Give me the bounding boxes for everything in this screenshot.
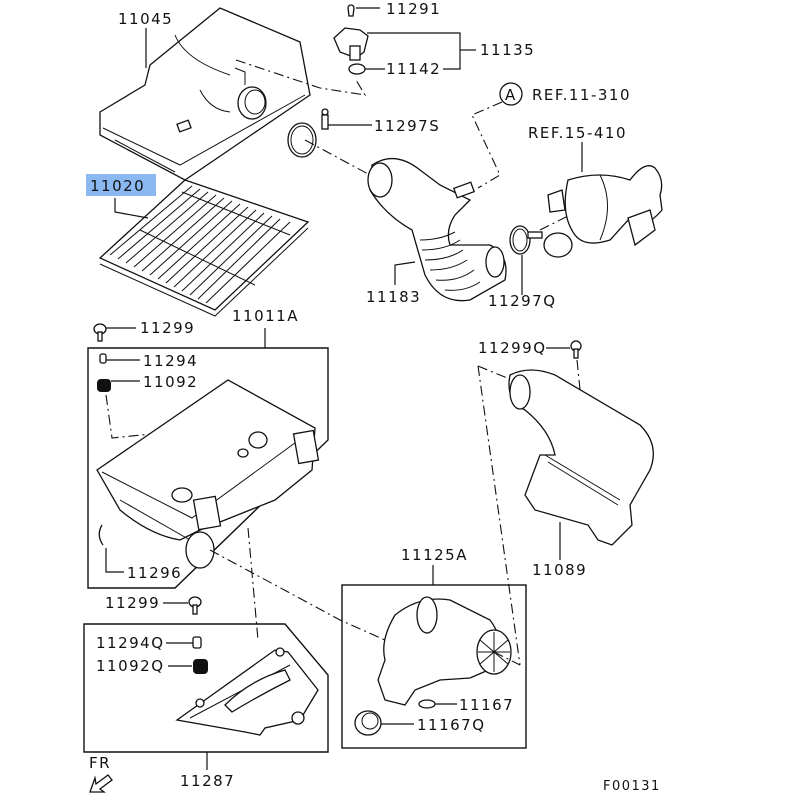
figure-code: F00131 [603, 779, 661, 794]
assembly-line [493, 651, 521, 666]
label-11297s[interactable]: 11297S [374, 117, 440, 135]
insulator-11092-part[interactable] [97, 379, 111, 392]
leader-11020 [114, 198, 149, 219]
group-box-11125a [341, 584, 527, 749]
hose-clamp-11297q-part[interactable] [509, 225, 543, 255]
air-flow-sensor-part[interactable] [333, 4, 369, 75]
air-filter-element-part[interactable] [98, 179, 310, 317]
air-cleaner-bracket-part[interactable] [175, 647, 319, 736]
label-11294[interactable]: 11294 [143, 352, 198, 370]
label-11287[interactable]: 11287 [180, 772, 235, 790]
label-11092q[interactable]: 11092Q [96, 657, 165, 675]
assembly-line [235, 59, 367, 96]
bracket-11135 [367, 32, 461, 70]
label-11089[interactable]: 11089 [532, 561, 587, 579]
selected-part-highlight [86, 174, 156, 196]
label-11291[interactable]: 11291 [386, 0, 441, 18]
front-direction-arrow-icon [89, 774, 113, 793]
label-11020[interactable]: 11020 [90, 177, 145, 195]
label-11167q[interactable]: 11167Q [417, 716, 486, 734]
assembly-line [539, 214, 571, 231]
label-11294q[interactable]: 11294Q [96, 634, 165, 652]
leader-11296 [105, 548, 124, 573]
grommet-11294q-part[interactable] [192, 636, 202, 649]
air-duct-part[interactable] [508, 369, 654, 546]
bolt-11299q-part[interactable] [570, 340, 582, 359]
reference-a-letter: A [505, 86, 517, 104]
reference-line-a [471, 101, 503, 189]
reference-a-circle [499, 82, 523, 106]
label-11092[interactable]: 11092 [143, 373, 198, 391]
label-ref-15-410[interactable]: REF.15-410 [528, 124, 627, 142]
turbocharger-reference-part [543, 165, 663, 258]
label-11135[interactable]: 11135 [480, 41, 535, 59]
label-11299-mid[interactable]: 11299 [105, 594, 160, 612]
air-cleaner-cover-part[interactable] [99, 7, 311, 181]
bolt-11299-mid-part[interactable] [188, 596, 202, 615]
label-11299-top[interactable]: 11299 [140, 319, 195, 337]
label-11011a[interactable]: 11011A [232, 307, 299, 325]
resonator-part[interactable] [377, 596, 512, 706]
assembly-line [209, 549, 386, 641]
group-box-11011a [87, 347, 329, 589]
label-11125a[interactable]: 11125A [401, 546, 468, 564]
air-intake-hose-part[interactable] [367, 158, 507, 302]
label-11297q[interactable]: 11297Q [488, 292, 557, 310]
group-box-11287 [83, 623, 329, 753]
assembly-line [304, 139, 371, 176]
label-ref-11-310[interactable]: REF.11-310 [532, 86, 631, 104]
clip-11167-part[interactable] [418, 699, 436, 709]
label-11296[interactable]: 11296 [127, 564, 182, 582]
label-11142[interactable]: 11142 [386, 60, 441, 78]
assembly-line [477, 365, 513, 381]
assembly-line [247, 527, 259, 641]
label-11183[interactable]: 11183 [366, 288, 421, 306]
bolt-11299-top-part[interactable] [93, 323, 107, 342]
seal-11167q-part[interactable] [354, 710, 382, 736]
air-cleaner-lower-case-part[interactable] [96, 379, 320, 569]
leader-11183 [394, 261, 416, 285]
front-direction-label: FR [89, 754, 111, 772]
label-11167[interactable]: 11167 [459, 696, 514, 714]
insulator-11092q-part[interactable] [193, 659, 208, 674]
grommet-11294-part[interactable] [99, 353, 107, 364]
label-11299q[interactable]: 11299Q [478, 339, 547, 357]
label-11045[interactable]: 11045 [118, 10, 173, 28]
hose-clamp-11297s-part[interactable] [287, 108, 329, 158]
clip-11296-part[interactable] [98, 524, 104, 546]
